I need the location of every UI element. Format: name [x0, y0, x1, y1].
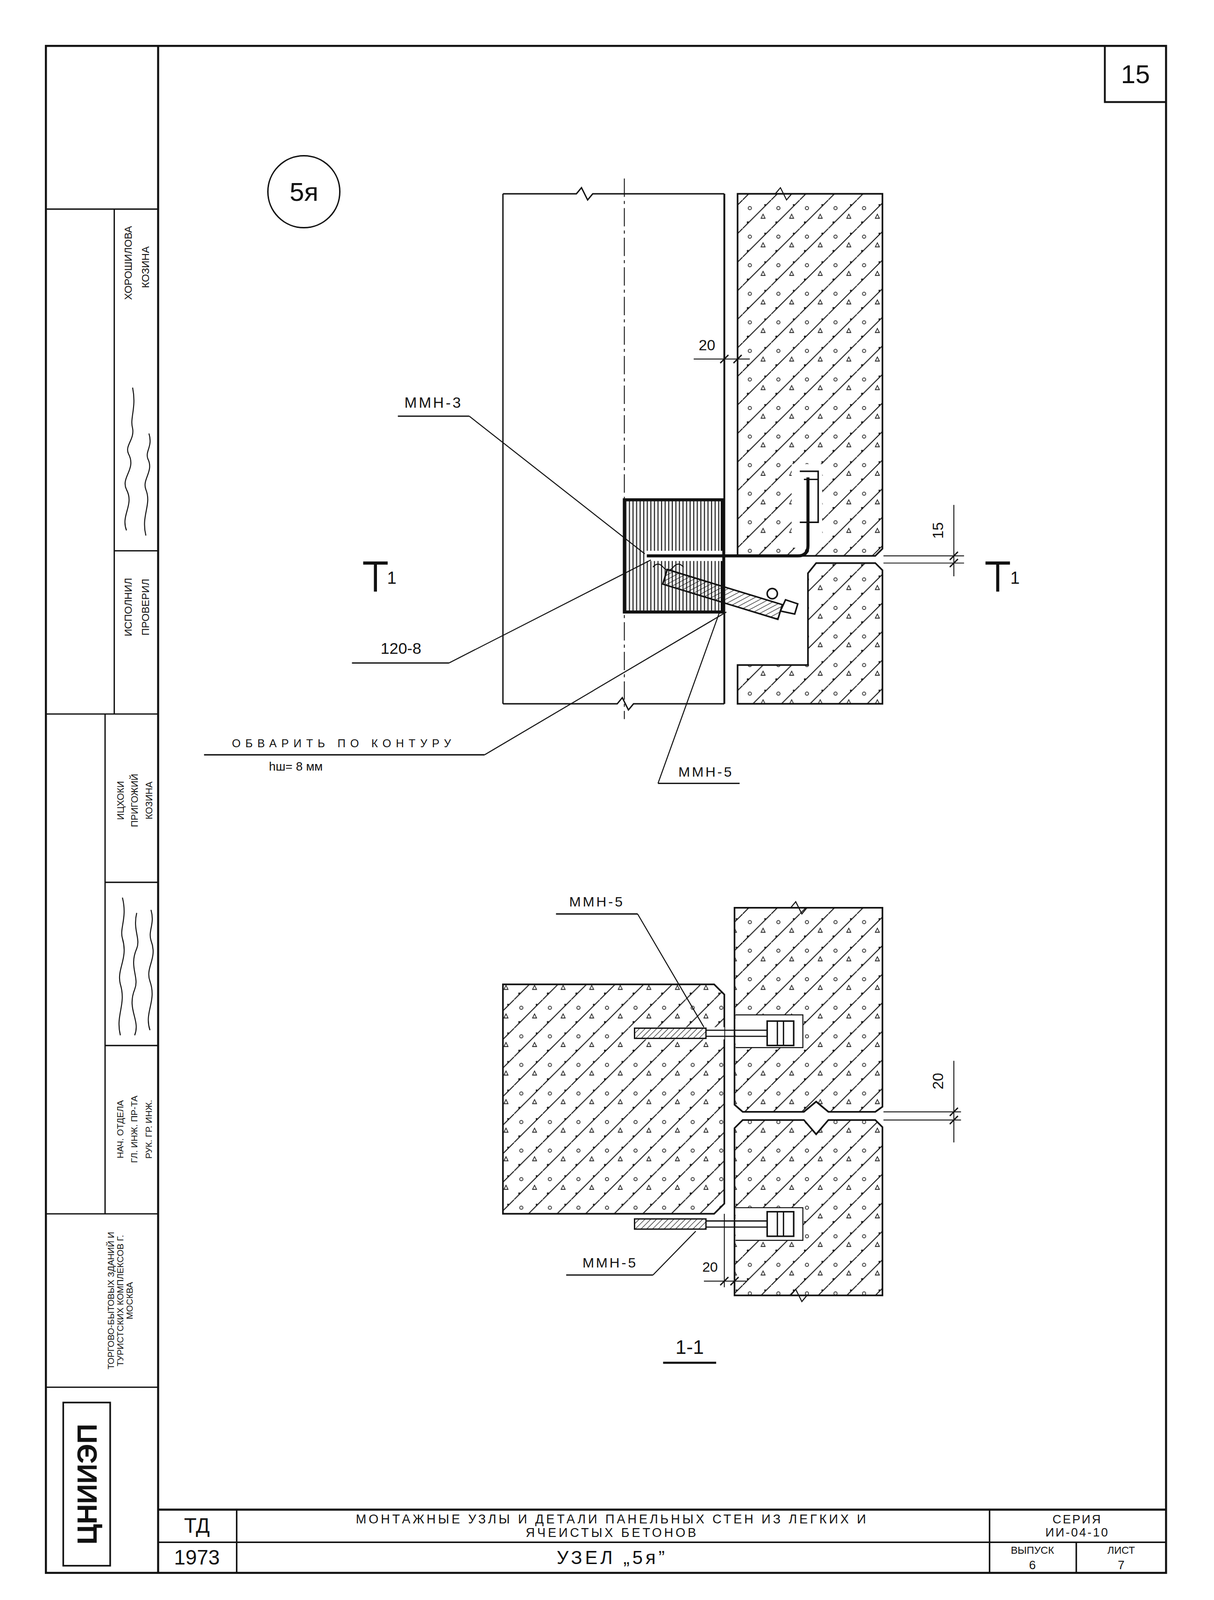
title-cell: УЗЕЛ „5я” [556, 1547, 668, 1568]
title-cell: СЕРИЯ ИИ-04-10 [1028, 1513, 1127, 1540]
stamp-name: КОЗИНА [143, 781, 154, 820]
organization: ТОРГОВО-БЫТОВЫХ ЗДАНИЙ И ТУРИСТСКИХ КОМП… [106, 1226, 135, 1376]
part-name: ММН-5 [568, 894, 625, 910]
stamp-role: ПРОВЕРИЛ [140, 578, 152, 636]
section-title: 1-1 [675, 1337, 704, 1358]
logo: ЦНИИЭП [71, 1423, 102, 1545]
section-mark: 1 [1010, 569, 1020, 588]
stamp-name: ИЦХОКИ [115, 781, 126, 821]
title-cell: ЛИСТ [1107, 1545, 1136, 1556]
section-mark: 1 [387, 569, 397, 588]
stamp-role: РУК. ГР. ИНЖ. [144, 1100, 154, 1159]
sheet-number: 15 [1121, 60, 1151, 89]
title-cell: МОНТАЖНЫЕ УЗЛЫ И ДЕТАЛИ ПАНЕЛЬНЫХ СТЕН И… [343, 1512, 881, 1540]
stamp-role: НАЧ. ОТДЕЛА [115, 1100, 126, 1159]
title-cell: 6 [1029, 1559, 1036, 1573]
stamp-role: ИСПОЛНИЛ [123, 577, 135, 637]
title-cell: ВЫПУСК [1010, 1545, 1055, 1556]
part-name: 120-8 [380, 640, 422, 658]
dimension: 15 [930, 522, 947, 540]
part-name: ММН-3 [404, 395, 463, 412]
stamp-name: ХОРОШИЛОВА [123, 226, 135, 301]
dimension: 20 [698, 338, 716, 355]
part-name: ММН-5 [582, 1255, 638, 1271]
dimension: 20 [930, 1072, 947, 1090]
callout-number: 5я [289, 176, 319, 207]
title-cell: 1973 [174, 1547, 221, 1569]
detail-callout-circle: 5я [267, 155, 341, 229]
stamp-name: КОЗИНА [140, 246, 152, 289]
title-cell: ТД [184, 1515, 210, 1537]
weld-size: hш= 8 мм [269, 760, 323, 774]
weld-note: ОБВАРИТЬ ПО КОНТУРУ [232, 738, 456, 750]
stamp-name: ПРИГОЖИЙ [129, 773, 140, 828]
dimension: 20 [702, 1259, 718, 1275]
title-cell: 7 [1117, 1559, 1125, 1573]
part-name: ММН-5 [678, 765, 734, 781]
stamp-role: ГЛ. ИНЖ. ПР-ТА [129, 1095, 140, 1164]
